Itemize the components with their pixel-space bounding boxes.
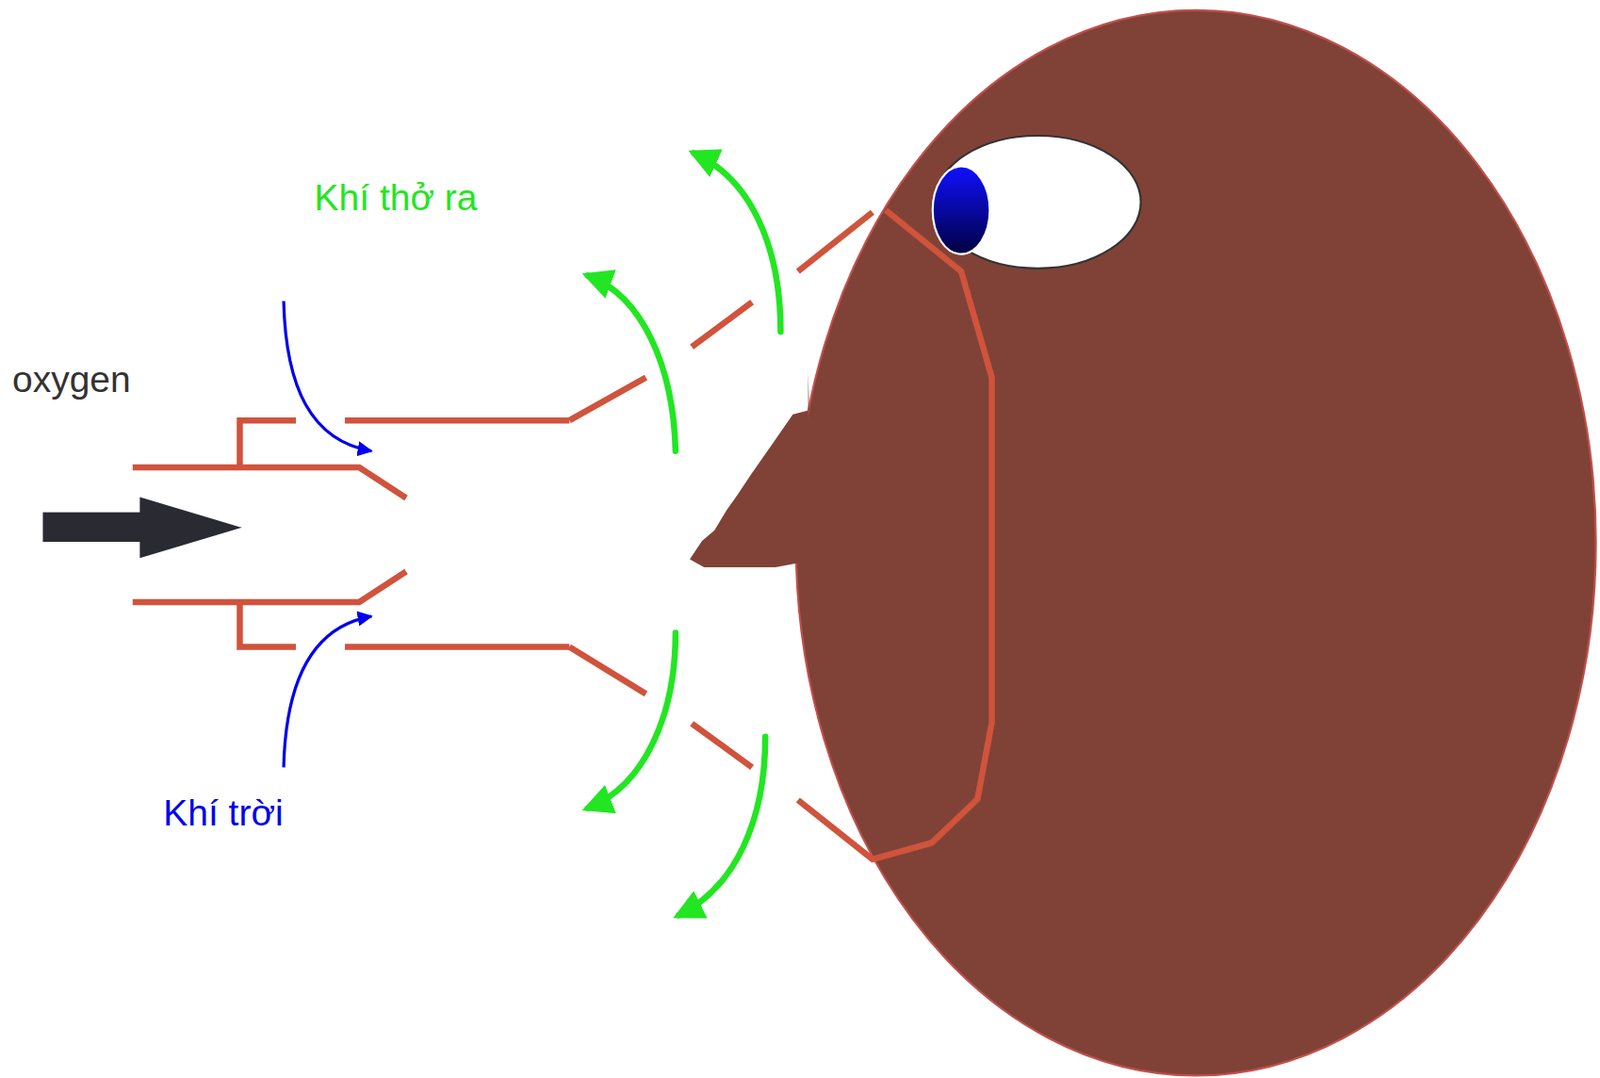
pupil — [932, 166, 991, 255]
oxygen-arrow — [42, 496, 242, 558]
air-arrow — [283, 300, 372, 768]
gas-label: Khí thở ra — [314, 175, 478, 220]
head — [796, 10, 1597, 1077]
exhaled-arrow — [587, 152, 782, 915]
venturi-tube — [132, 420, 570, 647]
gas-label: oxygen — [12, 357, 131, 402]
gas-label: Khí trời — [163, 790, 283, 835]
nose — [689, 372, 810, 568]
